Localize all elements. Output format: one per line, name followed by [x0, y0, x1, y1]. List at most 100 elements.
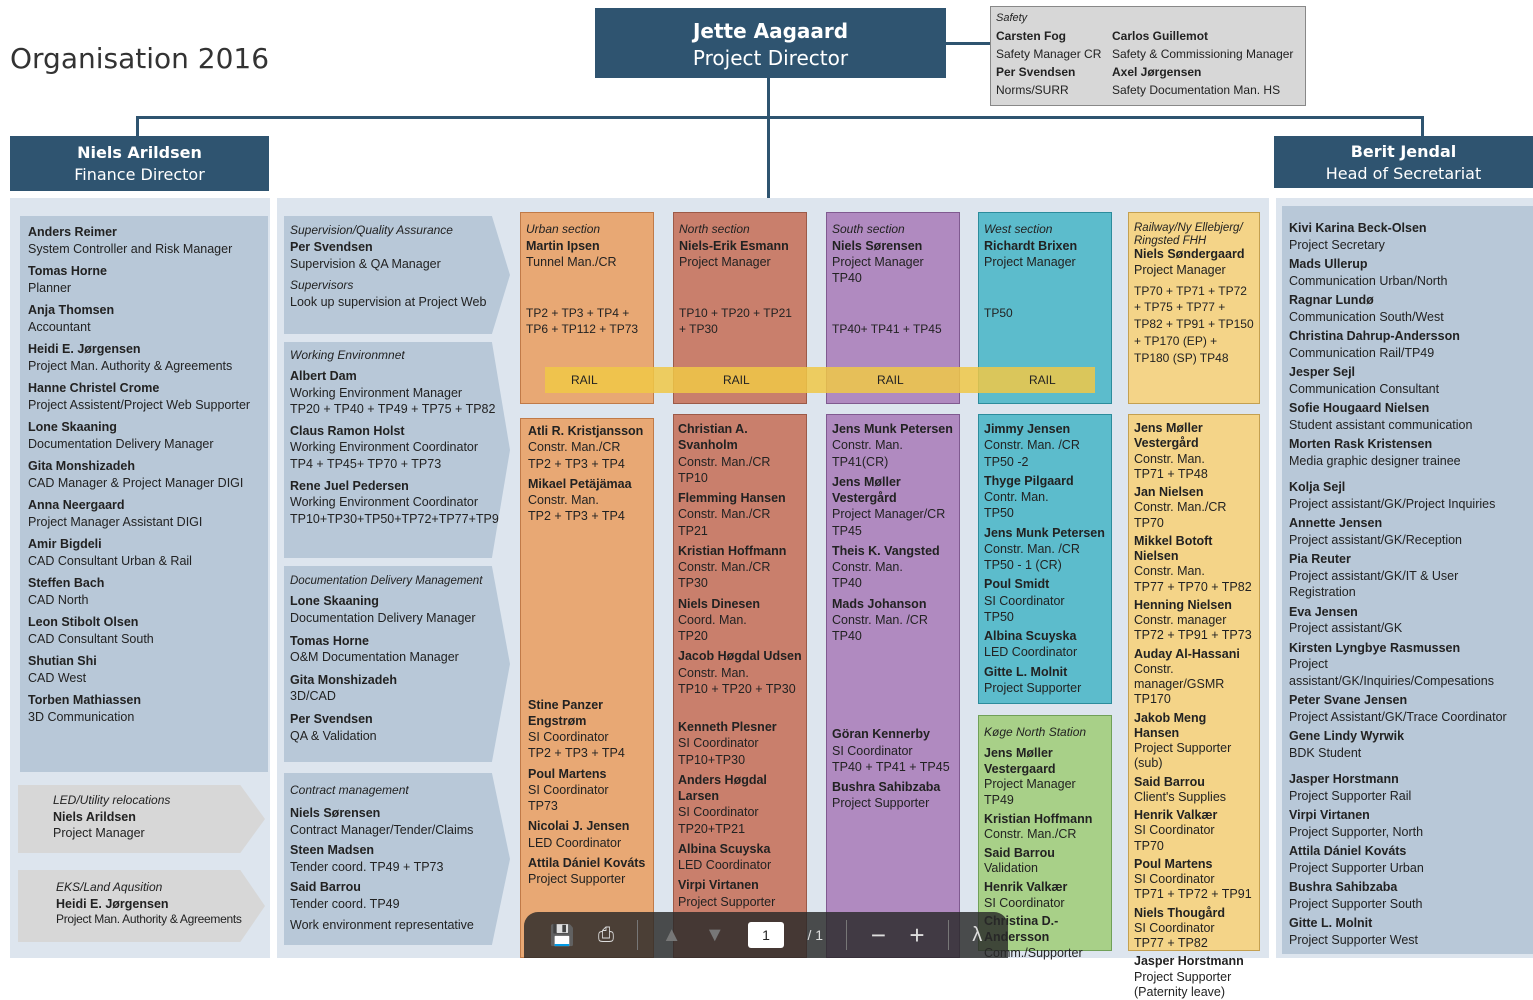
safety-person-name: Per Svendsen: [996, 64, 1076, 79]
secretariat-box: Berit Jendal Head of Secretariat: [1274, 136, 1533, 188]
person-name: Gita Monshizadeh: [28, 459, 135, 473]
person-role: Student assistant communication: [1289, 417, 1473, 432]
supervision-caption: Supervision/Quality Assurance: [290, 223, 453, 237]
person-role: Contract Manager/Tender/Claims: [290, 822, 474, 837]
person-name: Albert Dam: [290, 368, 357, 383]
finance-director-role: Finance Director: [74, 165, 205, 185]
person-role: BDK Student: [1289, 745, 1362, 760]
person-role: Project Supporter, North: [1289, 824, 1424, 839]
person-name: Jens Møller Vestergaard: [984, 746, 1056, 776]
urban-manager-role: Tunnel Man./CR: [526, 254, 617, 269]
zoom-out-icon[interactable]: −: [870, 919, 886, 950]
person-name: Anders Høgdal Larsen: [678, 772, 767, 803]
person-name: Heidi E. Jørgensen: [28, 342, 141, 356]
person-name: Mads Johanson: [832, 596, 927, 611]
person-name: Attila Dániel Kováts: [528, 855, 646, 870]
person-name: Auday Al-Hassani: [1134, 646, 1240, 661]
zoom-in-icon[interactable]: +: [909, 919, 925, 950]
person-tp: TP50 - 1 (CR): [984, 558, 1062, 572]
person-name: Peter Svane Jensen: [1289, 693, 1408, 707]
person-role: 3D Communication: [28, 709, 135, 724]
person-role: CAD Consultant South: [28, 631, 154, 646]
person-name: Tomas Horne: [28, 264, 107, 278]
person-name: Claus Ramon Holst: [290, 423, 405, 438]
person-role: O&M Documentation Manager: [290, 650, 459, 665]
person-role: Constr. Man. /CR: [984, 438, 1080, 453]
person-name: Leon Stibolt Olsen: [28, 615, 139, 629]
led-relocations-box: LED/Utility relocations Niels Arildsen P…: [18, 785, 265, 853]
person-role: Media graphic designer trainee: [1289, 453, 1461, 468]
person-role: SI Coordinator: [1134, 920, 1215, 935]
person-name: Annette Jensen: [1289, 516, 1383, 530]
person-name: Nicolai J. Jensen: [528, 819, 630, 834]
person-role: Constr. Man.: [528, 493, 599, 507]
connector-director-down: [767, 78, 770, 204]
person-role: Project Secretary: [1289, 237, 1385, 252]
acrobat-icon[interactable]: λ: [972, 923, 983, 946]
person-name: Gitte L. Molnit: [1289, 916, 1373, 930]
connector-horizontal: [136, 116, 1424, 119]
person-name: Jasper Horstmann: [1134, 954, 1244, 969]
save-icon[interactable]: 💾: [549, 924, 575, 947]
person-name: Jens Møller Vestergård: [832, 474, 901, 505]
person-role: SI Coordinator: [1134, 823, 1215, 838]
person-name: Rene Juel Pedersen: [290, 478, 409, 493]
print-icon[interactable]: ⎙: [597, 923, 614, 946]
person-name: Niels Thougård: [1134, 905, 1225, 920]
person-tp: TP2 + TP3 + TP4: [528, 456, 625, 471]
person-role: Project Supporter: [984, 680, 1082, 695]
person-role: Project Supporter (sub): [1134, 741, 1232, 771]
person-name: Mads Ullerup: [1289, 257, 1368, 271]
eks-role: Project Man. Authority & Agreements: [56, 911, 242, 926]
rail-label: RAIL: [723, 373, 750, 387]
person-tp: TP70: [1134, 838, 1164, 853]
director-role: Project Director: [692, 46, 849, 70]
page-title: Organisation 2016: [10, 42, 270, 75]
supervision-role: Supervision & QA Manager: [290, 256, 441, 271]
person-tp: TP4 + TP45+ TP70 + TP73: [290, 457, 442, 472]
person-name: Niels Dinesen: [678, 596, 760, 611]
person-tp: TP170: [1134, 692, 1171, 707]
page-number-input[interactable]: 1: [748, 922, 785, 948]
person-name: Sofie Hougaard Nielsen: [1289, 401, 1430, 415]
person-tp: TP30: [678, 576, 708, 591]
person-role: Project assistant/GK/Reception: [1289, 532, 1462, 547]
person-name: Amir Bigdeli: [28, 537, 102, 551]
led-caption: LED/Utility relocations: [53, 793, 171, 807]
arrow-down-icon[interactable]: ▼: [704, 923, 725, 946]
person-name: Shutian Shi: [28, 654, 97, 668]
person-role: Project Assistant/GK/Trace Coordinator: [1289, 709, 1507, 724]
west-manager-name: Richardt Brixen: [984, 238, 1078, 253]
person-name: Stine Panzer Engstrøm: [528, 697, 604, 728]
arrow-up-icon[interactable]: ▲: [661, 923, 682, 946]
person-tp: TP77 + TP70 + TP82: [1134, 579, 1252, 594]
